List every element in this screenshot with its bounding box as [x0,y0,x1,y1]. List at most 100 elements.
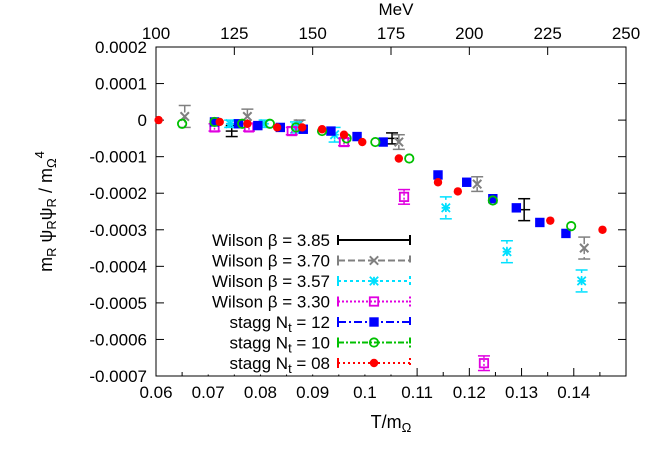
y-axis-label-part: 4 [32,151,47,158]
data-point [177,118,188,129]
data-point [472,179,483,189]
y-tick-label: 0.0002 [95,38,147,57]
x-axis-label-sub: Ω [402,420,412,435]
top-tick-label: 125 [220,24,248,43]
legend-label: stagg Nt = 08 [229,354,330,376]
y-axis-label-part: R [44,198,59,207]
series-group [177,116,577,232]
data-point [242,111,253,122]
y-axis-label-part: R [44,248,59,257]
data-point [404,153,415,164]
legend-label: stagg Nt = 12 [229,313,330,335]
y-axis-label-part: R [44,220,59,229]
legend-label-part: stagg N [229,313,288,332]
data-point [352,131,362,142]
data-point [358,137,367,147]
legend-label-part: stagg N [229,334,288,353]
data-point [535,217,545,228]
data-point [487,195,498,206]
y-axis-label-part: Ω [44,158,59,168]
legend-label: Wilson β = 3.70 [212,252,330,271]
data-point [598,225,607,234]
data-point [339,130,349,139]
legend-label-part: stagg N [229,354,288,373]
series-group [178,104,591,260]
data-point [398,191,410,202]
legend-label-sub: t [288,340,292,355]
y-axis-label-part: ψ [36,230,56,248]
y-tick-label: -0.0002 [89,184,147,203]
data-point [546,216,555,225]
legend-label-sub: t [288,361,292,376]
data-point [393,137,404,147]
x-tick-label: 0.09 [296,383,329,402]
legend-label-part: = 08 [292,354,330,373]
x-tick-label: 0.12 [453,383,486,402]
top-tick-label: 100 [142,24,170,43]
x-tick-label: 0.13 [505,383,538,402]
data-point [272,123,282,132]
legend-marker [369,358,379,368]
x-tick-label: 0.14 [557,383,590,402]
data-point [243,119,252,128]
y-tick-label: -0.0001 [89,148,147,167]
data-point [154,115,163,125]
y-axis-label-part: ψ [36,207,56,220]
x-tick-label: 0.11 [401,383,433,402]
data-point [561,228,571,239]
legend-label-sub: t [288,320,292,335]
y-axis-label-part: / m [36,168,56,198]
top-tick-label: 200 [455,24,483,43]
data-point [433,170,443,180]
y-tick-label: 0.0001 [95,75,147,94]
data-point [566,221,577,232]
y-tick-label: 0 [138,111,147,130]
data-group [154,104,607,372]
y-tick-label: -0.0004 [89,257,147,276]
series-group [154,115,607,234]
data-point [298,123,307,132]
top-axis-label: MeV [379,0,415,19]
data-point [317,125,327,134]
y-tick-label: -0.0003 [89,221,147,240]
top-tick-label: 175 [377,24,405,43]
legend-label-part: = 12 [292,313,330,332]
data-point [478,358,490,369]
x-tick-label: 0.07 [192,383,225,402]
data-point [579,243,590,253]
data-point [253,120,263,131]
y-tick-label: -0.0007 [89,367,147,386]
x-tick-label: 0.06 [139,383,172,402]
top-tick-label: 150 [298,24,326,43]
x-tick-label: 0.1 [353,383,377,402]
x-axis-label: T/mΩ [371,412,412,435]
legend-label: Wilson β = 3.57 [212,272,330,291]
data-point [511,203,522,213]
legend-marker [369,317,379,327]
data-point [326,126,336,136]
data-point [462,177,472,187]
y-axis-label-part: m [36,257,56,272]
x-axis-label-main: T/m [371,412,402,432]
data-point [370,136,381,148]
data-point [394,154,404,163]
legend-marker [368,337,380,348]
top-tick-label: 250 [612,24,640,43]
y-axis-label: mR ψRψR / mΩ4 [32,151,59,272]
data-point [215,117,224,127]
data-point [264,118,275,129]
data-point [453,187,463,196]
y-tick-label: -0.0006 [89,330,147,349]
axes-group: 0.06 0.07 0.08 0.09 0.1 0.11 0.12 0.13 0.14 100 12… [89,24,640,402]
legend-label: Wilson β = 3.30 [212,293,330,312]
x-tick-label: 0.08 [244,383,277,402]
legend-label: Wilson β = 3.85 [212,231,330,250]
legend-marker [369,255,379,266]
top-tick-label: 225 [533,24,561,43]
legend-marker [368,296,380,307]
series-group [209,117,571,239]
